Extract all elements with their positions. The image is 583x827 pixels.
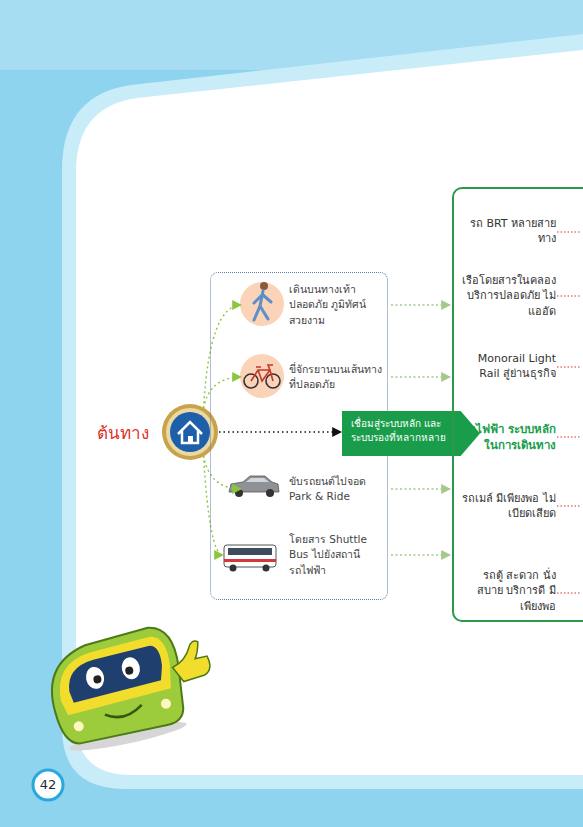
transit-mode: รถเมล์ มีเพียงพอ ไม่เบียดเสียด	[458, 491, 556, 522]
access-mode: ขับรถยนต์ไปจอด Park & Ride	[239, 474, 387, 504]
access-mode: เดินบนทางเท้าปลอดภัย ภูมิทัศน์สวยงาม	[239, 282, 387, 328]
node-text: รถ BRT หลายสายทาง	[458, 216, 556, 247]
node-text: รถเมล์ มีเพียงพอ ไม่เบียดเสียด	[458, 491, 556, 522]
node-text: เดินบนทางเท้าปลอดภัย ภูมิทัศน์สวยงาม	[289, 282, 387, 328]
page-number-badge	[33, 770, 63, 800]
transit-mode: เรือโดยสารในคลอง บริการปลอดภัย ไม่แออัด	[458, 273, 556, 319]
access-mode: โดยสาร Shuttle Bus ไปยังสถานีรถไฟฟ้า	[221, 532, 387, 578]
node-text: เชื่อมสู่ระบบหลัก และระบบรองที่หลากหลาย	[351, 417, 456, 445]
node-text: ขี่จักรยานบนเส้นทาง ที่ปลอดภัย	[289, 362, 387, 392]
shuttle-bus-icon	[224, 545, 276, 572]
transit-mode: รถ BRT หลายสายทาง	[458, 216, 556, 247]
connector	[391, 376, 450, 377]
connector	[391, 554, 450, 555]
panel-rim	[62, 34, 583, 789]
origin-label: ต้นทาง	[97, 419, 149, 446]
transit-mode: Monorail Light Rail สู่ย่านธุรกิจ	[458, 351, 556, 382]
node-text: Monorail Light Rail สู่ย่านธุรกิจ	[458, 351, 556, 382]
arrow-fill	[342, 411, 480, 456]
node-text: ขับรถยนต์ไปจอด Park & Ride	[289, 474, 387, 504]
leader-lines	[557, 232, 581, 593]
connect-arrow: เชื่อมสู่ระบบหลัก และระบบรองที่หลากหลาย	[342, 411, 480, 456]
walker-icon	[240, 282, 284, 326]
node-text: เรือโดยสารในคลอง บริการปลอดภัย ไม่แออัด	[458, 273, 556, 319]
transit-system-box: รถ BRT หลายสายทางเรือโดยสารในคลอง บริการ…	[452, 187, 583, 622]
connector	[391, 304, 450, 305]
car-icon	[229, 476, 279, 497]
connector	[204, 455, 224, 555]
connector	[391, 488, 450, 489]
connector	[219, 431, 341, 432]
transit-mode: รถไฟฟ้า ระบบหลัก ในการเดินทาง	[458, 421, 556, 453]
bicycle-icon	[240, 354, 284, 398]
access-mode: ขี่จักรยานบนเส้นทาง ที่ปลอดภัย	[239, 362, 387, 392]
transit-mode: รถตู้ สะดวก นั่งสบาย บริการดี มีเพียงพอ	[458, 568, 556, 614]
page-number: 42	[33, 776, 63, 794]
node-text: รถไฟฟ้า ระบบหลัก ในการเดินทาง	[458, 421, 556, 453]
origin-circle: ต้นทาง	[163, 405, 217, 459]
node-text: โดยสาร Shuttle Bus ไปยังสถานีรถไฟฟ้า	[289, 532, 387, 578]
cartoon-bus	[42, 617, 223, 757]
node-text: รถตู้ สะดวก นั่งสบาย บริการดี มีเพียงพอ	[458, 568, 556, 614]
